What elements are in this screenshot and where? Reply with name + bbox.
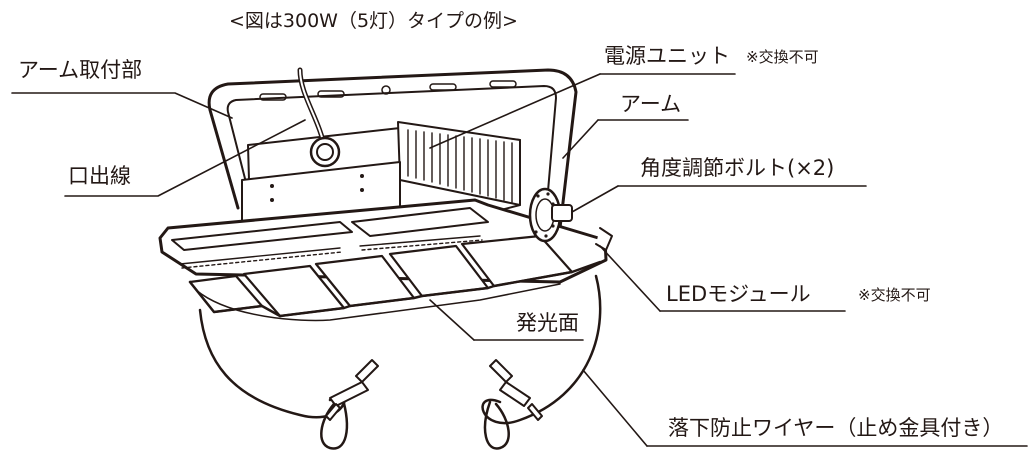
label-led-module: LEDモジュール (666, 282, 811, 306)
emitting-panels (188, 234, 602, 322)
label-power-unit-note: ※交換不可 (746, 48, 819, 66)
label-power-unit: 電源ユニット (604, 44, 730, 68)
label-led-module-note: ※交換不可 (858, 286, 931, 304)
lead-wire (297, 67, 341, 168)
wire-clips (325, 359, 543, 421)
label-arm: アーム (620, 92, 682, 116)
diagram-title: <図は300W（5灯）タイプの例> (229, 10, 518, 32)
leader-lines (11, 73, 1028, 447)
label-lead-wire: 口出線 (68, 164, 131, 188)
label-arm-mount: アーム取付部 (18, 58, 143, 82)
label-angle-bolt: 角度調節ボルト(×2) (640, 156, 835, 180)
label-safety-wire: 落下防止ワイヤー（止め金具付き） (668, 416, 1004, 440)
safety-wires (198, 274, 602, 450)
label-emitting-surface: 発光面 (516, 311, 579, 335)
angle-bolt (528, 187, 613, 251)
